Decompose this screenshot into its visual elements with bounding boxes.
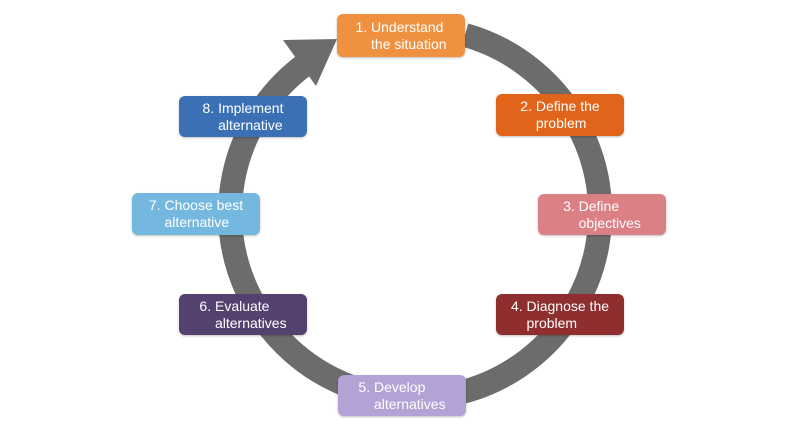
step-label: 3. Define objectives bbox=[563, 197, 641, 231]
step-choose-best-alternative: 7. Choose best alternative bbox=[132, 193, 260, 235]
step-evaluate-alternatives: 6. Evaluate alternatives bbox=[179, 294, 307, 335]
step-label: 8. Implement alternative bbox=[202, 99, 284, 133]
step-label: 5. Develop alternatives bbox=[358, 378, 446, 412]
step-label: 2. Define the problem bbox=[520, 98, 600, 131]
step-label: 6. Evaluate alternatives bbox=[199, 297, 287, 331]
step-label: 7. Choose best alternative bbox=[148, 197, 244, 230]
step-label: 1. Understand the situation bbox=[355, 18, 447, 52]
step-define-problem: 2. Define the problem bbox=[496, 94, 624, 136]
step-define-objectives: 3. Define objectives bbox=[538, 194, 666, 235]
cycle-arrowhead bbox=[283, 39, 337, 86]
step-implement-alternative: 8. Implement alternative bbox=[179, 96, 307, 137]
step-understand-situation: 1. Understand the situation bbox=[337, 14, 465, 57]
step-label: 4. Diagnose the problem bbox=[510, 297, 610, 331]
step-develop-alternatives: 5. Develop alternatives bbox=[338, 375, 466, 416]
step-diagnose-problem: 4. Diagnose the problem bbox=[496, 294, 624, 335]
